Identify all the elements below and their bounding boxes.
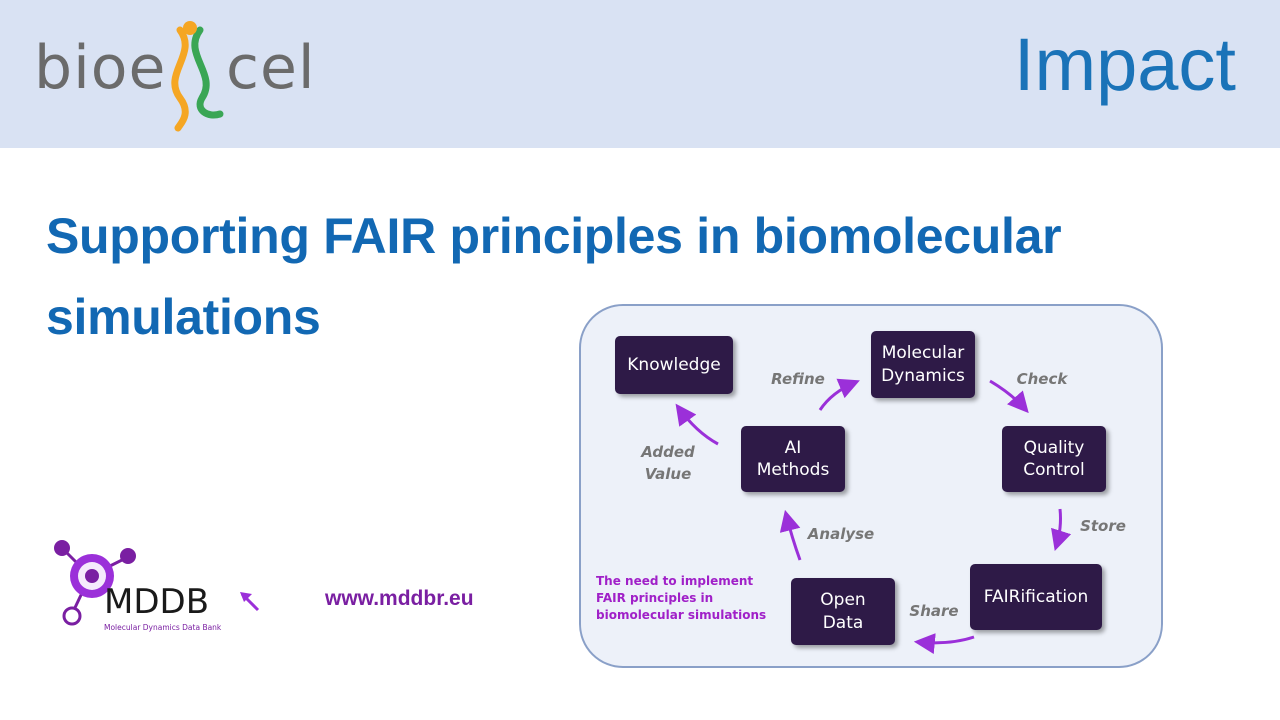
node-quality-control: Quality Control (1002, 426, 1106, 492)
page-title: Supporting FAIR principles in biomolecul… (46, 208, 1062, 345)
arrow-analyse (779, 509, 802, 561)
arrow-added-value (675, 403, 719, 446)
edge-label-added-value: Added Value (641, 443, 695, 483)
section-title: Impact (1013, 23, 1236, 106)
mddb-subtitle: Molecular Dynamics Data Bank (104, 623, 222, 632)
node-open-data: Open Data (791, 578, 895, 645)
edge-label-check: Check (1016, 370, 1068, 388)
edge-label-analyse: Analyse (807, 525, 875, 543)
arrow-store (1051, 508, 1072, 552)
node-fairification: FAIRification (970, 564, 1102, 630)
node-ai-methods: AI Methods (741, 426, 845, 492)
edge-label-store: Store (1080, 517, 1126, 535)
node-molecular-dynamics: Molecular Dynamics (871, 331, 975, 398)
edge-label-share: Share (909, 602, 959, 620)
bioexcel-logo: bioe cel (34, 21, 316, 132)
mddb-name: MDDB (104, 582, 209, 622)
mddb-url-link[interactable]: www.mddbr.eu (325, 587, 474, 610)
svg-text:bioe: bioe (34, 33, 166, 103)
arrow-share (913, 633, 975, 655)
node-knowledge: Knowledge (615, 336, 733, 394)
edge-label-refine: Refine (771, 370, 825, 388)
svg-text:cel: cel (226, 33, 316, 103)
header-bar: bioe cel Impact (0, 0, 1280, 148)
diagram-note: The need to implement FAIR principles in… (596, 574, 767, 622)
arrow-refine (818, 378, 860, 411)
mddb-logo: MDDB Molecular Dynamics Data Bank (54, 540, 260, 632)
arrow-check (989, 379, 1029, 414)
